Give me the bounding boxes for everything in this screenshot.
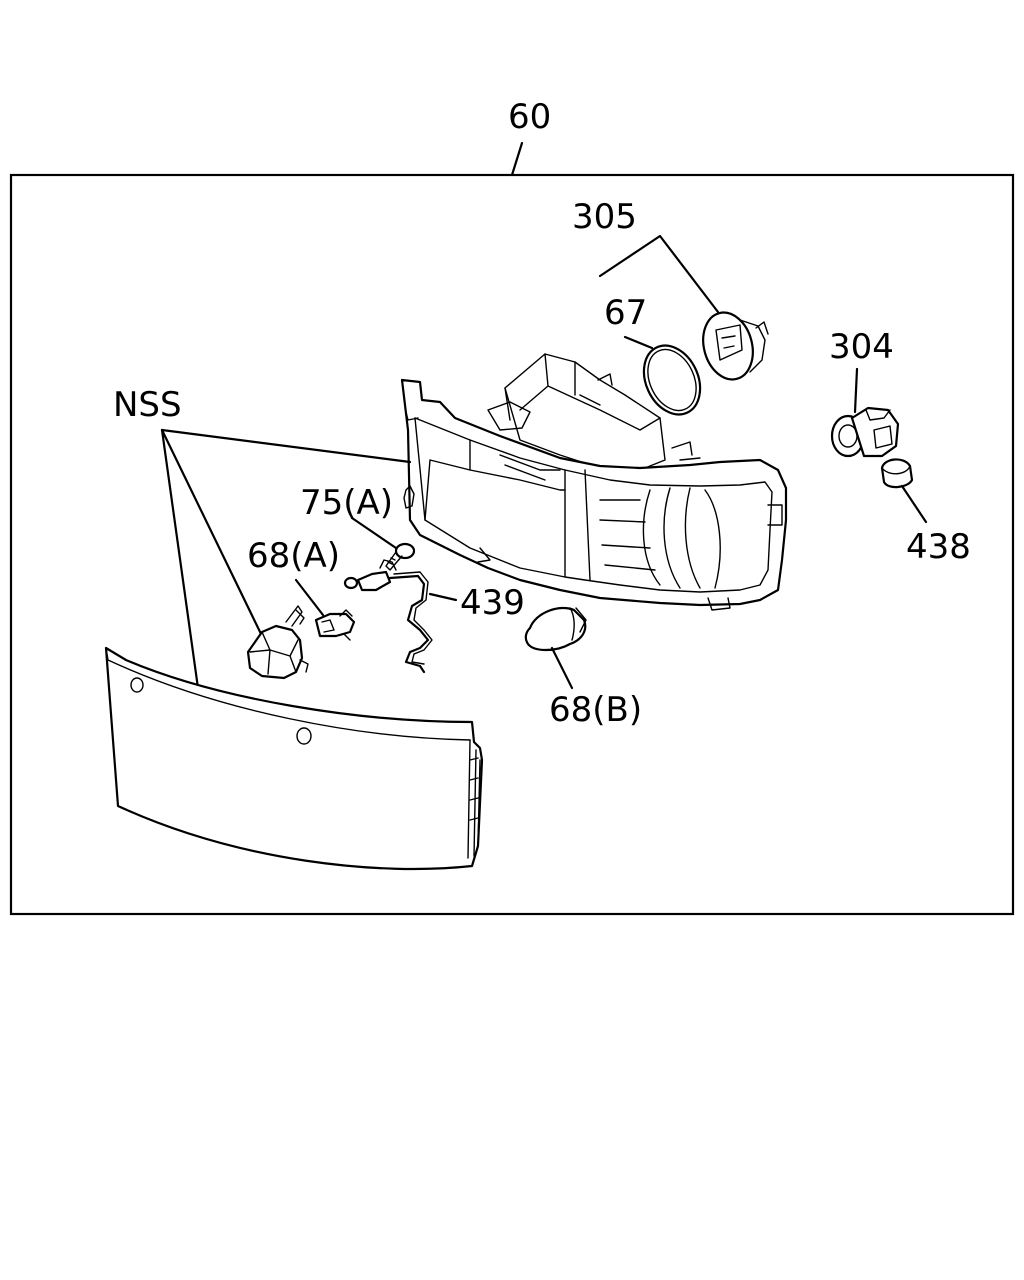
callout-439-label: 439 <box>460 583 525 623</box>
callout-305-label: 305 <box>572 197 637 237</box>
bulb-clip[interactable] <box>246 605 309 680</box>
wire-harness-439[interactable] <box>343 559 433 674</box>
callout-60-label: 60 <box>508 97 551 137</box>
callout-438-label: 438 <box>906 527 971 567</box>
callout-438[interactable]: 438 <box>900 484 971 567</box>
callout-nss-label: NSS <box>113 385 182 425</box>
headlamp-housing[interactable] <box>400 353 788 611</box>
callout-304-label: 304 <box>829 327 894 367</box>
callout-68a[interactable]: 68(A) <box>247 536 340 617</box>
socket-304[interactable] <box>830 406 900 458</box>
cap-438[interactable] <box>880 458 914 489</box>
callout-68b-label: 68(B) <box>549 690 642 730</box>
bulb-socket-305[interactable] <box>696 307 769 385</box>
callout-68a-label: 68(A) <box>247 536 340 576</box>
callout-68b[interactable]: 68(B) <box>549 646 642 730</box>
screw-75a[interactable] <box>385 485 416 571</box>
callout-67[interactable]: 67 <box>604 293 654 350</box>
callout-67-label: 67 <box>604 293 647 333</box>
callout-439[interactable]: 439 <box>428 583 525 623</box>
bulb-68a[interactable] <box>314 609 356 641</box>
callout-75a[interactable]: 75(A) <box>300 483 398 550</box>
bulb-68b[interactable] <box>524 606 587 652</box>
callout-nss[interactable]: NSS <box>113 385 412 690</box>
headlamp-lens[interactable] <box>104 646 484 871</box>
callout-60[interactable]: 60 <box>508 97 551 177</box>
callout-304[interactable]: 304 <box>829 327 894 414</box>
o-ring[interactable] <box>633 336 711 423</box>
callout-305[interactable]: 305 <box>572 197 720 314</box>
callout-75a-label: 75(A) <box>300 483 393 523</box>
